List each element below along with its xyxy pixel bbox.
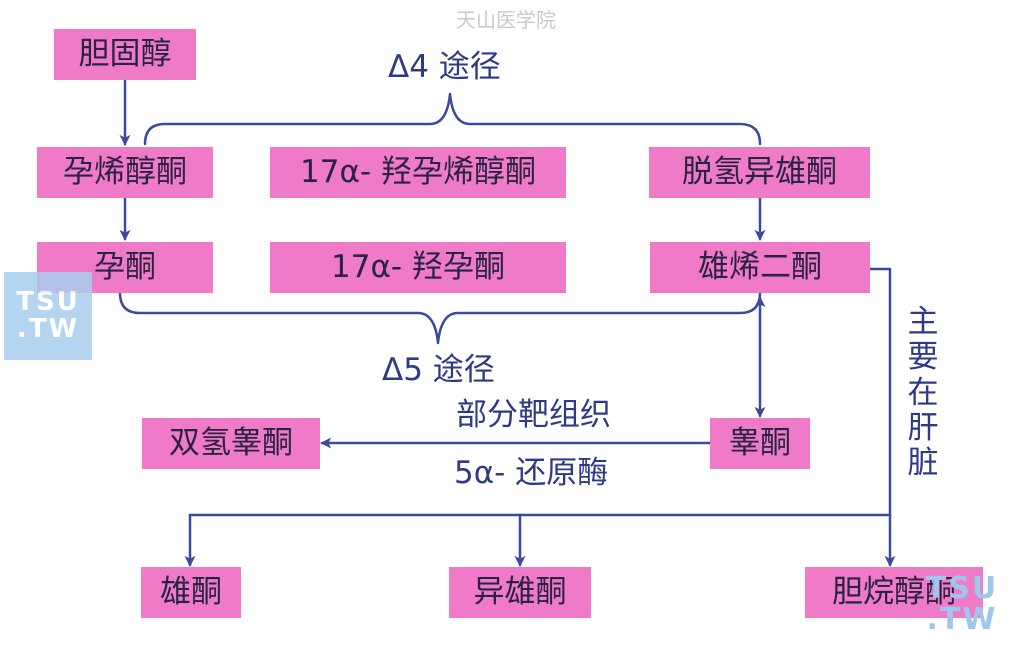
- label-target-tissue: 部分靶组织: [456, 397, 611, 433]
- label-mainly-in-liver: 主要在肝脏: [907, 304, 939, 482]
- node-androstenedione: 雄烯二酮: [650, 242, 870, 293]
- node-dihydrotestosterone: 双氢睾酮: [142, 418, 320, 469]
- node-dhea: 脱氢异雄酮: [649, 147, 870, 198]
- tsu-watermark-left: TSU .TW: [4, 272, 92, 360]
- label-5a-reductase: 5α- 还原酶: [454, 455, 609, 491]
- node-androsterone: 雄酮: [141, 567, 241, 618]
- connector-layer: [118, 78, 896, 567]
- tsu-watermark-right-line2: .TW: [926, 602, 998, 637]
- node-isoandrosterone: 异雄酮: [449, 567, 591, 618]
- brace-delta4: [143, 92, 762, 146]
- watermark-title: 天山医学院: [456, 8, 556, 32]
- node-testosterone: 睾酮: [710, 418, 810, 469]
- tsu-watermark-left-line2: .TW: [16, 314, 80, 344]
- node-cholesterol: 胆固醇: [54, 29, 196, 80]
- node-etiocholanolone: 胆烷醇酮: [805, 567, 983, 618]
- node-17a-hydroxyprogesterone: 17α- 羟孕酮: [270, 242, 566, 293]
- label-delta4-pathway: Δ4 途径: [388, 49, 501, 85]
- tsu-watermark-right: TSU .TW: [918, 560, 1006, 648]
- label-delta5-pathway: Δ5 途径: [382, 352, 495, 388]
- tsu-watermark-left-line1: TSU: [16, 286, 80, 317]
- brace-delta5: [118, 291, 762, 345]
- node-pregnenolone: 孕烯醇酮: [37, 147, 213, 198]
- liver-path: [868, 267, 896, 567]
- tsu-watermark-right-line1: TSU: [925, 570, 999, 606]
- node-17a-hydroxypregnenolone: 17α- 羟孕烯醇酮: [270, 147, 566, 198]
